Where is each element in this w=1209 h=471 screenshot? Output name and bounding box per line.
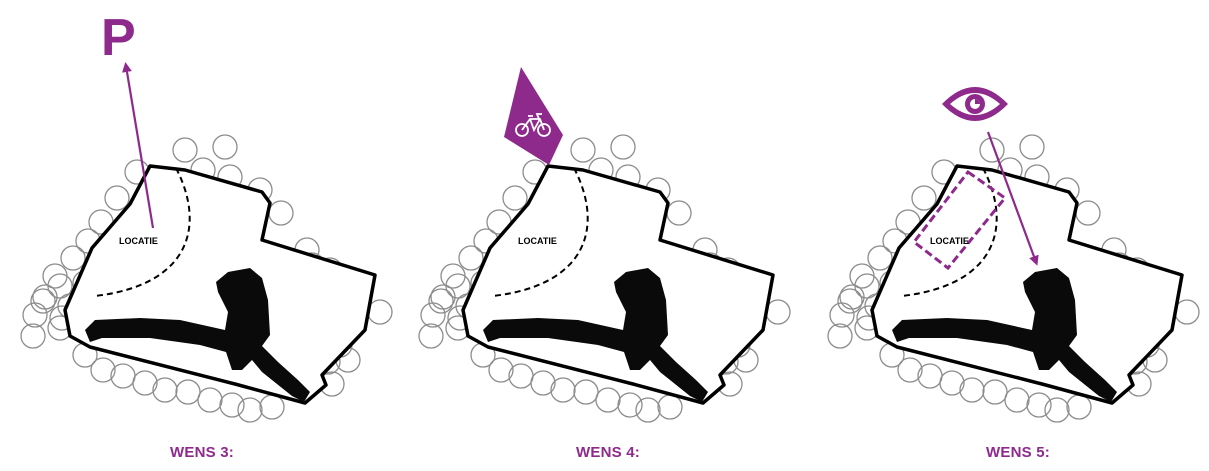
caption-wens-3: WENS 3: <box>170 444 234 461</box>
tree-circle <box>152 377 178 403</box>
tree-circle <box>110 363 136 389</box>
tree-circle <box>1019 134 1045 160</box>
tree-circle <box>367 299 393 325</box>
tree-circle <box>60 245 86 271</box>
location-dashed-zone <box>94 167 191 297</box>
tree-circle <box>829 302 855 328</box>
tree-circle <box>212 134 238 160</box>
tree-circle <box>854 273 880 299</box>
caption-wens-4: WENS 4: <box>576 444 640 461</box>
tree-circle <box>30 288 56 314</box>
tree-circle <box>268 200 294 226</box>
parking-p-icon: P <box>101 9 136 67</box>
tree-circle <box>488 357 514 383</box>
building-footprint <box>483 268 708 402</box>
tree-circle <box>237 397 263 423</box>
tree-circle <box>550 377 576 403</box>
tree-circle <box>104 185 130 211</box>
tree-circle <box>42 263 68 289</box>
tree-circle <box>90 357 116 383</box>
tree-circle <box>259 394 285 420</box>
tree-circle <box>897 357 923 383</box>
tree-circle <box>172 137 198 163</box>
tree-circle <box>666 200 692 226</box>
tree-circle <box>939 370 965 396</box>
tree-circle <box>1075 200 1101 226</box>
tree-circle <box>458 245 484 271</box>
tree-circle <box>508 363 534 389</box>
eye-icon <box>942 87 1008 121</box>
location-label: LOCATIE <box>930 236 969 246</box>
tree-circle <box>867 245 893 271</box>
building-footprint <box>85 268 310 402</box>
tree-circle <box>1004 387 1030 413</box>
caption-wens-5: WENS 5: <box>986 444 1050 461</box>
tree-circle <box>219 392 245 418</box>
tree-circle <box>849 263 875 289</box>
tree-circle <box>20 323 46 349</box>
tree-circle <box>197 387 223 413</box>
tree-circle <box>610 134 636 160</box>
tree-circle <box>132 370 158 396</box>
panel-wens-3: LOCATIE P <box>20 9 393 423</box>
panel-wens-5: LOCATIE <box>827 87 1200 423</box>
tree-circle <box>22 302 48 328</box>
tree-circle <box>47 273 73 299</box>
tree-circle <box>420 302 446 328</box>
tree-circle <box>1066 394 1092 420</box>
tree-circle <box>765 299 791 325</box>
tree-circle <box>418 323 444 349</box>
tree-circle <box>1044 397 1070 423</box>
building-footprint <box>892 268 1117 402</box>
tree-circle <box>175 379 201 405</box>
tree-circle <box>440 263 466 289</box>
tree-circle <box>635 397 661 423</box>
tree-circle <box>445 273 471 299</box>
location-label: LOCATIE <box>119 236 158 246</box>
parking-arrow <box>122 62 155 229</box>
tree-circle <box>428 288 454 314</box>
proposed-building-outline <box>911 169 1008 271</box>
panel-wens-4: LOCATIE <box>418 67 791 423</box>
tree-circle <box>979 137 1005 163</box>
tree-circle <box>595 387 621 413</box>
tree-circle <box>570 137 596 163</box>
tree-circle <box>502 185 528 211</box>
tree-circle <box>573 379 599 405</box>
bicycle-icon <box>504 67 563 165</box>
location-label: LOCATIE <box>518 236 557 246</box>
tree-circle <box>617 392 643 418</box>
tree-circle <box>1026 392 1052 418</box>
location-dashed-zone <box>492 167 589 297</box>
view-arrow <box>986 131 1039 266</box>
tree-circle <box>837 288 863 314</box>
tree-circle <box>911 185 937 211</box>
tree-circle <box>530 370 556 396</box>
tree-circle <box>982 379 1008 405</box>
tree-circle <box>959 377 985 403</box>
tree-circle <box>657 394 683 420</box>
tree-circle <box>917 363 943 389</box>
tree-circle <box>1174 299 1200 325</box>
tree-circle <box>827 323 853 349</box>
